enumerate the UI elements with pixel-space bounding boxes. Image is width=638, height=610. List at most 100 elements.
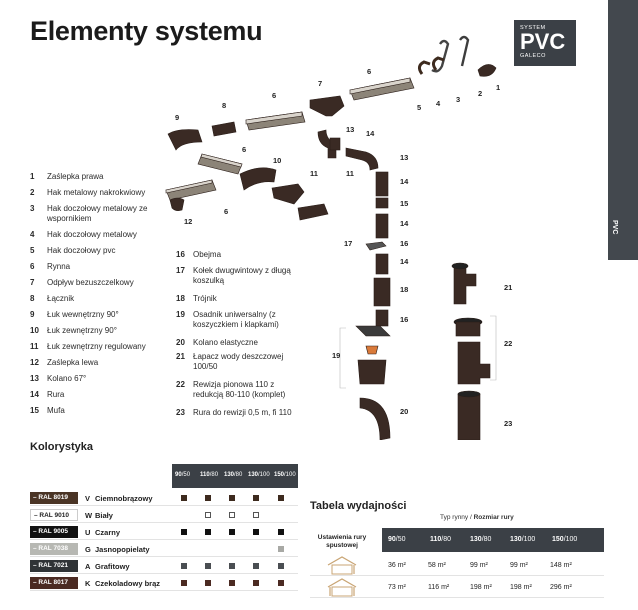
colour-name: Biały <box>95 511 113 520</box>
availability-mark <box>205 563 211 569</box>
diag-label-17: 17 <box>344 239 352 248</box>
table-cell: 116 m² <box>428 584 450 591</box>
diag-label-21: 21 <box>504 283 512 292</box>
colour-swatch: – RAL 7021 <box>30 560 78 572</box>
colour-name: Ciemnobrązowy <box>95 494 153 503</box>
colour-swatch: – RAL 7038 <box>30 543 78 555</box>
availability-mark <box>253 563 259 569</box>
diag-label-20: 20 <box>400 407 408 416</box>
diag-label-14d: 14 <box>400 257 409 266</box>
availability-mark <box>278 495 284 501</box>
badge-line2: PVC <box>520 29 566 54</box>
colours-title: Kolorystyka <box>30 441 93 453</box>
table-cell: 198 m² <box>470 584 492 591</box>
availability-mark <box>229 495 235 501</box>
availability-mark <box>229 512 235 518</box>
table-cell: 296 m² <box>550 584 572 591</box>
diag-label-13b: 13 <box>400 153 408 162</box>
colours-table-header: 90/50 110/80 130/80 130/100 150/100 <box>172 464 298 488</box>
size-col: 110/80 <box>200 472 219 478</box>
colour-swatch: – RAL 8019 <box>30 492 78 504</box>
table-row: 36 m² 58 m² 99 m² 99 m² 148 m² <box>310 554 604 576</box>
diag-label-12: 12 <box>184 217 192 226</box>
diag-label-9: 9 <box>175 113 179 122</box>
availability-mark <box>229 563 235 569</box>
diag-label-5: 5 <box>417 103 421 112</box>
table-cell: 99 m² <box>470 562 488 569</box>
size-col: 90/50 <box>388 536 406 543</box>
performance-table-header: 90/50 110/80 130/80 130/100 150/100 <box>382 528 604 552</box>
colour-code: K <box>85 579 91 588</box>
table-row: 73 m² 116 m² 198 m² 198 m² 296 m² <box>310 576 604 598</box>
colour-code: W <box>85 511 93 520</box>
diag-label-7: 7 <box>318 79 322 88</box>
colour-code: U <box>85 528 91 537</box>
table-cell: 99 m² <box>510 562 528 569</box>
badge-line3: GALECO <box>520 53 546 59</box>
colour-code: V <box>85 494 91 503</box>
side-tab: PVC <box>608 0 638 260</box>
page-title: Elementy systemu <box>30 16 263 46</box>
availability-mark <box>278 563 284 569</box>
diag-label-1: 1 <box>496 83 500 92</box>
availability-mark <box>278 529 284 535</box>
colour-swatch: – RAL 9005 <box>30 526 78 538</box>
size-col: 110/80 <box>430 536 452 543</box>
availability-mark <box>278 580 284 586</box>
diag-label-19: 19 <box>332 351 340 360</box>
diag-label-22: 22 <box>504 339 512 348</box>
colour-name: Czekoladowy brąz <box>95 579 161 588</box>
diag-label-11a: 11 <box>310 169 318 178</box>
diag-label-14b: 14 <box>400 177 409 186</box>
availability-mark <box>229 580 235 586</box>
diag-label-13a: 13 <box>346 125 354 134</box>
parts-diagram: 1 2 3 4 5 6 6 6 7 8 9 10 11 11 12 13 13 … <box>165 35 512 440</box>
availability-mark <box>181 580 187 586</box>
colour-name: Czarny <box>95 528 121 537</box>
availability-mark <box>229 529 235 535</box>
table-cell: 58 m² <box>428 562 446 569</box>
availability-mark <box>253 512 259 518</box>
availability-mark <box>253 580 259 586</box>
availability-mark <box>181 563 187 569</box>
diag-label-6a: 6 <box>367 67 371 76</box>
type-label: Typ rynny / Rozmiar rury <box>440 514 514 521</box>
performance-title: Tabela wydajności <box>310 500 407 512</box>
table-cell: 148 m² <box>550 562 572 569</box>
diag-label-16b: 16 <box>400 315 408 324</box>
colour-name: Jasnopopielaty <box>95 545 150 554</box>
colour-row: – RAL 8019 V Ciemnobrązowy <box>30 490 298 506</box>
table-cell: 36 m² <box>388 562 406 569</box>
diag-label-6b: 6 <box>272 91 276 100</box>
availability-mark <box>253 495 259 501</box>
setting-label: Ustawienia rury spustowej <box>317 534 367 549</box>
diag-label-4: 4 <box>436 99 441 108</box>
badge-line1: SYSTEM <box>520 25 546 31</box>
diag-label-18: 18 <box>400 285 408 294</box>
diag-label-6d: 6 <box>224 207 228 216</box>
availability-mark <box>181 495 187 501</box>
size-col: 90/50 <box>175 472 191 478</box>
colour-row: – RAL 9005 U Czarny <box>30 524 298 540</box>
diag-label-14c: 14 <box>400 219 409 228</box>
table-cell: 198 m² <box>510 584 532 591</box>
house-one-downpipe-icon <box>327 556 357 575</box>
size-col: 130/100 <box>248 472 270 478</box>
house-two-downpipes-icon <box>327 578 357 597</box>
diag-label-10: 10 <box>273 156 281 165</box>
size-col: 150/100 <box>274 472 296 478</box>
diag-label-15: 15 <box>400 199 408 208</box>
availability-mark <box>205 580 211 586</box>
diag-label-16a: 16 <box>400 239 408 248</box>
diag-label-8: 8 <box>222 101 226 110</box>
availability-mark <box>181 529 187 535</box>
size-col: 150/100 <box>552 536 578 543</box>
availability-mark <box>278 546 284 552</box>
availability-mark <box>253 529 259 535</box>
diag-label-23: 23 <box>504 419 512 428</box>
availability-mark <box>205 529 211 535</box>
colour-swatch: – RAL 9010 <box>30 509 78 521</box>
